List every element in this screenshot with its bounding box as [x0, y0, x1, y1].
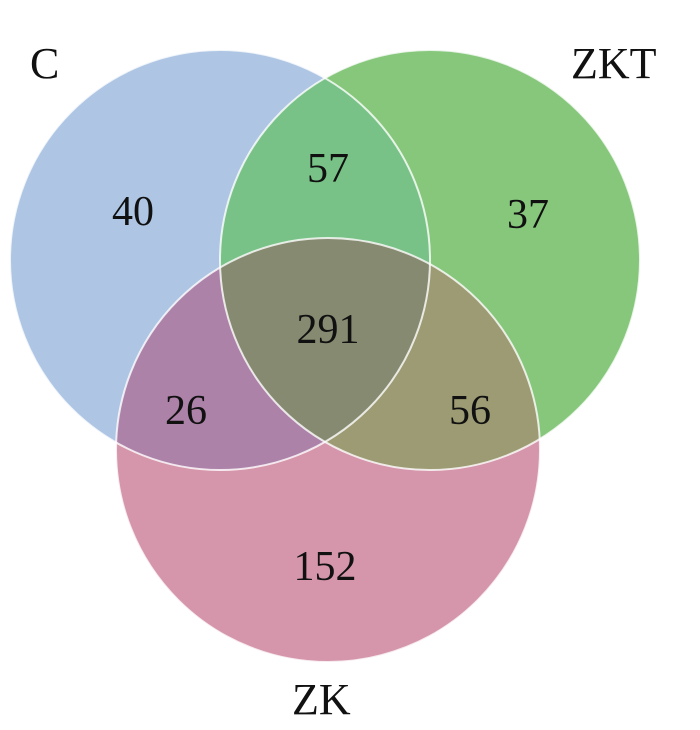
region-c-zkt-count: 57: [307, 146, 349, 192]
set-c-label: C: [30, 39, 59, 88]
set-c-outline: [9, 49, 431, 471]
set-zk-label: ZK: [292, 675, 351, 724]
region-zkt-zk-count: 56: [449, 388, 491, 434]
region-zk-only-count: 152: [294, 544, 357, 590]
set-zk-outline: [115, 237, 541, 663]
region-zkt-only-count: 37: [507, 192, 549, 238]
region-c-zk-count: 26: [165, 388, 207, 434]
set-zkt-outline: [219, 49, 641, 471]
region-all-count: 291: [297, 307, 360, 353]
set-zkt-label: ZKT: [571, 39, 657, 88]
region-c-only-count: 40: [112, 189, 154, 235]
